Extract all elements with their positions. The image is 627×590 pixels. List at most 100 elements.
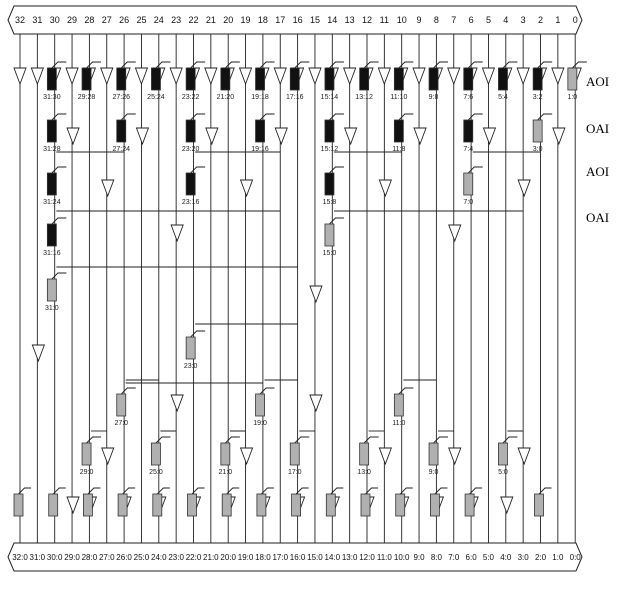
top-bit-label: 14 bbox=[327, 15, 337, 25]
buffer-triangle bbox=[413, 127, 427, 146]
prefix-cell bbox=[498, 442, 508, 466]
cell-label: 3:2 bbox=[533, 94, 543, 101]
cell-label: 15:14 bbox=[321, 94, 339, 101]
output-label: 5:0 bbox=[483, 553, 495, 562]
output-label: 28:0 bbox=[82, 553, 98, 562]
final-xor-cell bbox=[325, 493, 336, 517]
cell-input-wire bbox=[433, 436, 449, 444]
top-bit-label: 11 bbox=[380, 15, 389, 25]
cell-label: 27:0 bbox=[114, 420, 128, 427]
top-bit-label: 5 bbox=[486, 15, 491, 25]
top-bit-label: 24 bbox=[154, 15, 164, 25]
final-cell-wire bbox=[330, 487, 344, 495]
row-label-aoi-2: AOI bbox=[586, 164, 609, 179]
row-label-aoi-1: AOI bbox=[586, 74, 609, 89]
top-bit-label: 16 bbox=[293, 15, 303, 25]
top-bit-label: 30 bbox=[50, 15, 60, 25]
buffer-triangle bbox=[204, 67, 218, 86]
buffer-triangle bbox=[31, 344, 45, 363]
cell-label: 17:0 bbox=[288, 469, 302, 476]
buffer-triangle bbox=[66, 496, 80, 515]
cell-label: 13:0 bbox=[357, 469, 371, 476]
cell-input-wire bbox=[120, 113, 136, 121]
cell-label: 7:4 bbox=[463, 146, 473, 153]
buffer-triangle bbox=[378, 179, 392, 198]
final-cell-wire bbox=[469, 487, 483, 495]
top-bit-label: 15 bbox=[310, 15, 320, 25]
prefix-cell bbox=[567, 67, 578, 91]
cell-label: 27:26 bbox=[112, 94, 130, 101]
output-label: 25:0 bbox=[134, 553, 150, 562]
cell-input-wire bbox=[294, 61, 310, 69]
cell-label: 15:12 bbox=[321, 146, 339, 153]
output-label: 10:0 bbox=[394, 553, 410, 562]
cell-input-wire bbox=[537, 113, 553, 121]
cell-input-wire bbox=[433, 61, 449, 69]
top-bit-label: 32 bbox=[15, 15, 25, 25]
prefix-cell bbox=[116, 393, 127, 417]
cell-label: 29:0 bbox=[80, 469, 94, 476]
output-label: 7:0 bbox=[448, 553, 460, 562]
buffer-triangle bbox=[551, 67, 565, 86]
cell-label: 25:24 bbox=[147, 94, 165, 101]
prefix-cell bbox=[116, 119, 127, 143]
cell-input-wire bbox=[572, 61, 587, 69]
wires-layer bbox=[7, 5, 587, 572]
cell-input-wire bbox=[225, 436, 240, 444]
cell-input-wire bbox=[225, 61, 240, 69]
final-cell-wire bbox=[538, 487, 552, 495]
cell-input-wire bbox=[467, 113, 483, 121]
cell-input-wire bbox=[502, 436, 518, 444]
output-label: 30:0 bbox=[47, 553, 63, 562]
prefix-cell bbox=[185, 336, 196, 360]
final-xor-cell bbox=[187, 493, 197, 517]
cell-label: 19:0 bbox=[253, 420, 267, 427]
final-xor-cell bbox=[48, 493, 59, 517]
final-xor-cell bbox=[429, 493, 440, 517]
prefix-cell bbox=[532, 119, 543, 143]
cell-label: 31:24 bbox=[43, 199, 61, 206]
cell-label: 5:4 bbox=[498, 94, 508, 101]
prefix-cell bbox=[185, 172, 196, 196]
cell-label: 15:0 bbox=[323, 250, 337, 257]
output-label: 32:0 bbox=[12, 553, 28, 562]
buffer-triangle bbox=[377, 67, 391, 86]
top-bit-label: 29 bbox=[67, 15, 77, 25]
cell-label: 21:20 bbox=[217, 94, 235, 101]
top-bit-label: 2 bbox=[538, 15, 543, 25]
prefix-cell bbox=[46, 223, 57, 247]
top-bit-label: 17 bbox=[275, 15, 285, 25]
output-label: 16:0 bbox=[290, 553, 306, 562]
prefix-cell bbox=[463, 119, 474, 143]
cell-input-wire bbox=[86, 61, 102, 69]
buffer-triangle bbox=[448, 447, 462, 466]
cell-input-wire bbox=[363, 61, 379, 69]
bottom-bus-bar bbox=[7, 542, 583, 572]
cells-layer bbox=[13, 67, 582, 517]
top-bit-label: 10 bbox=[397, 15, 407, 25]
top-bit-label: 22 bbox=[188, 15, 198, 25]
cell-input-wire bbox=[398, 387, 414, 395]
cell-input-wire bbox=[190, 330, 206, 338]
buffer-triangle bbox=[378, 447, 392, 466]
cell-input-wire bbox=[329, 61, 344, 69]
prefix-cell bbox=[324, 67, 335, 91]
cell-input-wire bbox=[86, 436, 102, 444]
prefix-cell bbox=[498, 67, 508, 91]
final-cell-wire bbox=[261, 487, 274, 495]
output-label: 20:0 bbox=[220, 553, 236, 562]
cell-label: 27:24 bbox=[112, 146, 130, 153]
prefix-cell bbox=[220, 67, 231, 91]
buffer-triangle bbox=[552, 127, 566, 146]
output-label: 19:0 bbox=[238, 553, 254, 562]
output-label: 4:0 bbox=[500, 553, 512, 562]
prefix-cell bbox=[116, 67, 127, 91]
final-xor-cell bbox=[221, 493, 232, 517]
final-xor-cell bbox=[395, 493, 406, 517]
output-label: 13:0 bbox=[342, 553, 358, 562]
cell-input-wire bbox=[467, 61, 483, 69]
cell-label: 17:16 bbox=[286, 94, 304, 101]
buffer-triangle bbox=[101, 179, 115, 198]
cell-label: 23:20 bbox=[182, 146, 200, 153]
